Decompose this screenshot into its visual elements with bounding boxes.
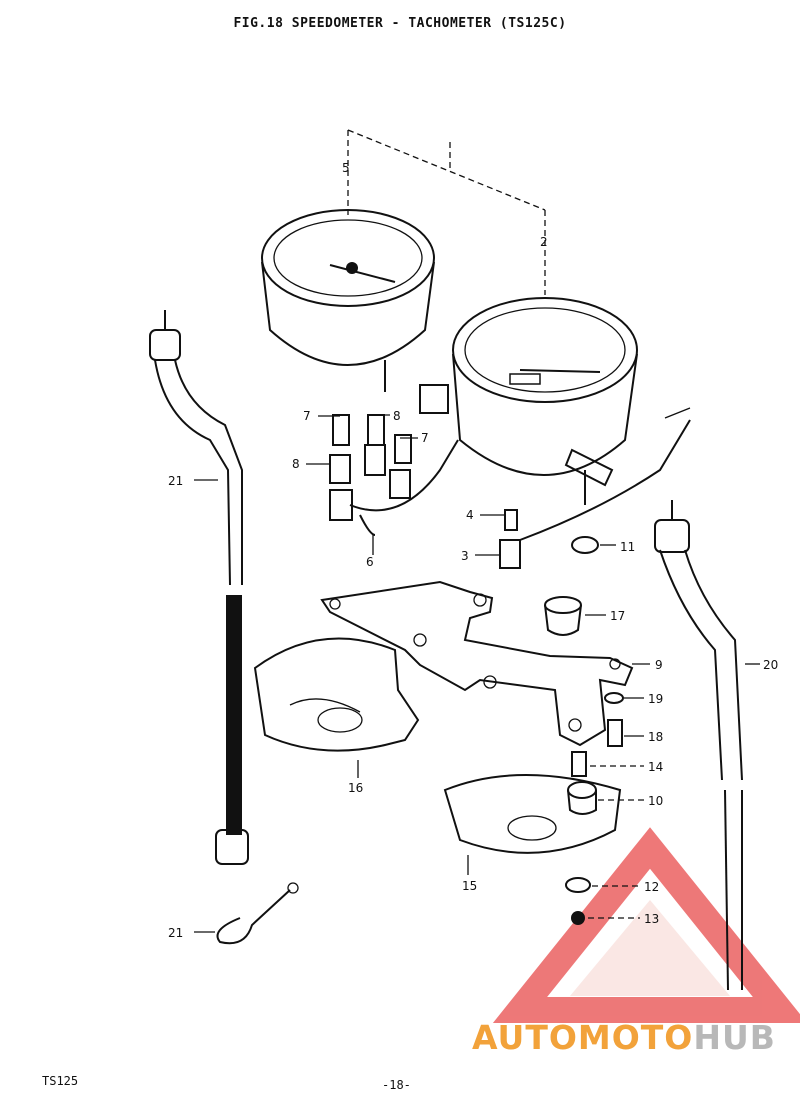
page-number: -18- [382, 1078, 411, 1092]
speedometer-cable [149, 310, 249, 865]
assembly-bracket [347, 129, 546, 295]
callout-8a: 8 [393, 409, 401, 423]
cushion-part [544, 596, 582, 636]
callout-17: 17 [610, 609, 625, 623]
callout-6: 6 [366, 555, 374, 569]
callout-7b: 7 [421, 431, 429, 445]
callout-5: 5 [342, 161, 350, 175]
watermark-triangle [492, 827, 800, 1023]
callout-21b: 21 [168, 926, 183, 940]
tachometer-cable [654, 500, 743, 991]
callout-7a: 7 [303, 409, 311, 423]
tachometer-gauge [419, 297, 638, 505]
model-label: TS125 [42, 1074, 79, 1088]
callout-14: 14 [648, 760, 663, 774]
callout-11: 11 [620, 540, 635, 554]
lower-case-left [253, 637, 420, 752]
callout-8b: 8 [292, 457, 300, 471]
callout-9: 9 [655, 658, 663, 672]
lower-case-right [443, 774, 622, 854]
watermark-logo: AUTOMOTOHUB [472, 1018, 776, 1057]
meter-bracket [320, 580, 634, 747]
callout-10: 10 [648, 794, 663, 808]
callout-12: 12 [644, 880, 659, 894]
speedometer-gauge [261, 209, 435, 392]
callout-16: 16 [348, 781, 363, 795]
leader-lines [194, 414, 760, 933]
callout-19: 19 [648, 692, 663, 706]
callout-2: 2 [540, 235, 548, 249]
callout-4: 4 [466, 508, 474, 522]
callout-13: 13 [644, 912, 659, 926]
bulb-sockets-wiring [329, 407, 691, 569]
small-hardware [216, 536, 624, 945]
callout-numbers: 5 2 7 8 7 8 6 21 4 3 11 17 9 20 19 18 14… [168, 161, 778, 940]
callout-20: 20 [763, 658, 778, 672]
callout-3: 3 [461, 549, 469, 563]
callout-15: 15 [462, 879, 477, 893]
callout-18: 18 [648, 730, 663, 744]
figure-title: FIG.18 SPEEDOMETER - TACHOMETER (TS125C) [233, 16, 567, 31]
callout-21a: 21 [168, 474, 183, 488]
